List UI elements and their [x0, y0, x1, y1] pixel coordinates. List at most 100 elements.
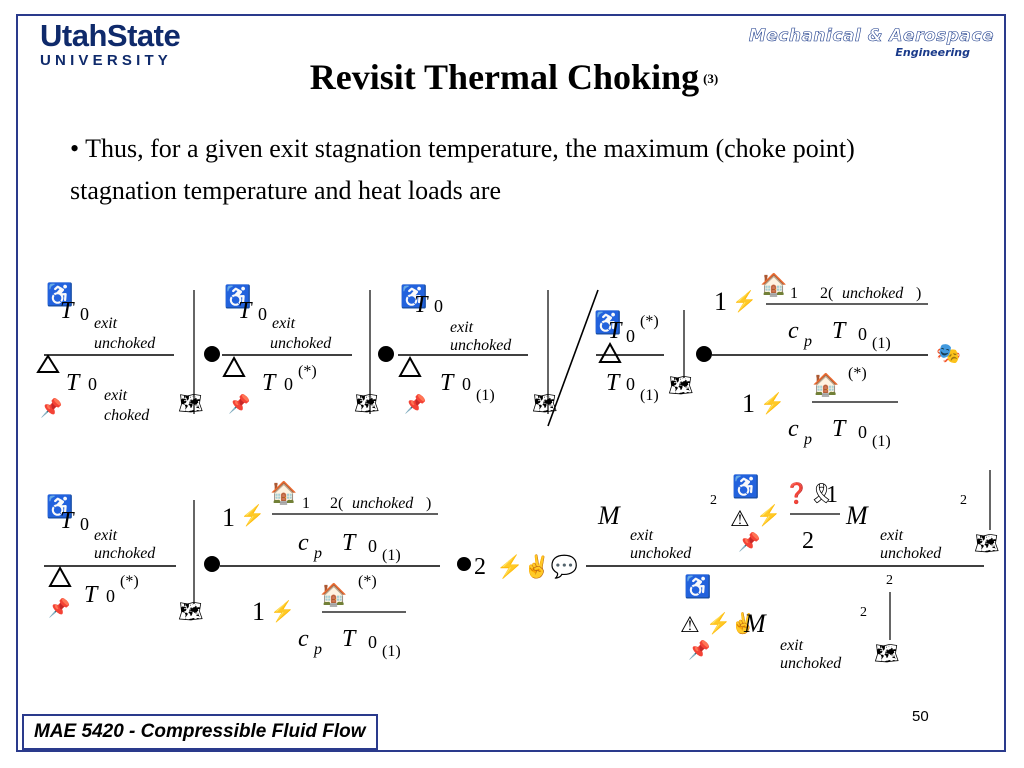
equals-dot	[457, 557, 471, 571]
t-symbol: T	[60, 508, 75, 534]
t-symbol: T	[262, 370, 277, 396]
glyph-icon: ♿	[224, 284, 251, 309]
unchoked-label: unchoked	[842, 285, 904, 302]
triangle-icon	[48, 565, 72, 587]
zero-sub: 0	[368, 536, 377, 556]
exit-label: exit	[780, 637, 804, 654]
eq2-term-c: 2 ⚡✌💬 M exit unchoked 2 ♿ ⚠ ⚡ ❓🎗 1 2 📌 M…	[457, 470, 999, 672]
exit-label: exit	[94, 315, 118, 332]
t-symbol: T	[606, 370, 621, 396]
unchoked-label: unchoked	[94, 335, 156, 352]
usu-logo: UtahState UNIVERSITY	[40, 18, 181, 70]
one-digit: 1	[826, 482, 838, 508]
star-super: (*)	[640, 313, 659, 330]
sub-one: (1)	[872, 433, 891, 450]
zero-sub: 0	[80, 514, 89, 534]
two-paren: 2(	[330, 495, 343, 512]
unchoked-label: unchoked	[630, 545, 692, 562]
one-digit: 1	[222, 503, 235, 532]
pin-icon: 📌	[228, 393, 250, 414]
glyph-icon: ⚡	[760, 391, 785, 415]
glyph-icon: ♿	[684, 574, 711, 599]
t-symbol: T	[832, 318, 847, 344]
glyph-icon: ⚡✌💬	[496, 553, 578, 580]
star-super: (*)	[358, 573, 377, 590]
eq2-term-b: 1 ⚡ 🏠 1 2( unchoked ) c p T 0 (1) (*) 🏠 …	[220, 480, 440, 660]
one-digit: 1	[252, 597, 265, 626]
world-map-icon: 🗺	[178, 601, 203, 623]
glyph-icon: ♿	[732, 474, 759, 499]
two-paren: 2(	[820, 285, 833, 302]
exit-label: exit	[630, 527, 654, 544]
eq2-term-a: ♿ T 0 exit unchoked T 0 (*) 📌 🗺	[44, 494, 220, 623]
one-digit-small: 1	[302, 495, 310, 512]
cp-p: p	[313, 545, 322, 562]
two-digit: 2	[802, 528, 814, 554]
glyph-icon: ⚡	[270, 599, 295, 623]
equals-dot	[696, 346, 712, 362]
two-digit: 2	[474, 554, 486, 580]
pin-icon: 📌	[40, 397, 62, 418]
paren-close: )	[916, 285, 921, 302]
zero-sub: 0	[626, 374, 635, 394]
eq1-term-b: ♿ T 0 exit unchoked T 0 (*) 📌 🗺	[222, 284, 394, 415]
slide-frame	[16, 14, 1006, 752]
one-digit: 1	[714, 287, 727, 316]
cp-c: c	[788, 416, 799, 442]
department-logo-line2: Engineering	[895, 46, 970, 59]
two-super: 2	[710, 493, 717, 508]
unchoked-label: unchoked	[880, 545, 942, 562]
two-super: 2	[960, 493, 967, 508]
world-map-icon: 🗺	[874, 643, 899, 665]
equals-dot	[204, 346, 220, 362]
star-super: (*)	[298, 363, 317, 380]
star-super: (*)	[848, 365, 867, 382]
warning-icon: ⚠	[680, 612, 700, 637]
unchoked-label: unchoked	[780, 655, 842, 672]
slide-title-text: Revisit Thermal Choking	[309, 57, 700, 97]
zero-sub: 0	[462, 374, 471, 394]
t-symbol: T	[66, 370, 81, 396]
sub-one: (1)	[382, 547, 401, 564]
department-logo-line1: Mechanical & Aerospace	[748, 26, 994, 47]
glyph-icon: 🏠	[320, 582, 347, 607]
pin-icon: 📌	[738, 531, 760, 552]
t-symbol: T	[84, 582, 99, 608]
choked-label: choked	[104, 407, 150, 424]
exit-label: exit	[94, 527, 118, 544]
unchoked-label: unchoked	[450, 337, 512, 354]
glyph-icon: ❓🎗	[784, 481, 834, 505]
pin-icon: 📌	[404, 393, 426, 414]
t-symbol: T	[60, 298, 75, 324]
cp-c: c	[298, 530, 309, 556]
glyph-icon: ♿	[594, 310, 621, 335]
t-symbol: T	[440, 370, 455, 396]
warning-icon: ⚠	[730, 506, 750, 531]
glyph-icon: ⚡	[756, 503, 781, 527]
world-map-icon: 🗺	[178, 393, 203, 415]
slash-divider	[547, 289, 599, 427]
exit-label: exit	[104, 387, 128, 404]
usu-logo-line1: UtahState	[40, 18, 181, 53]
sub-one: (1)	[382, 643, 401, 660]
zero-sub: 0	[858, 324, 867, 344]
exit-label: exit	[880, 527, 904, 544]
triangle-icon	[222, 355, 246, 377]
zero-sub: 0	[858, 422, 867, 442]
sub-one: (1)	[640, 387, 659, 404]
unchoked-label: unchoked	[270, 335, 332, 352]
triangle-icon	[398, 355, 422, 377]
zero-sub: 0	[368, 632, 377, 652]
star-super: (*)	[120, 573, 139, 590]
equation-2: ♿ T 0 exit unchoked T 0 (*) 📌 🗺 1 ⚡ 🏠 1 …	[44, 470, 999, 672]
zero-sub: 0	[434, 296, 443, 316]
equals-dot	[204, 556, 220, 572]
pin-icon: 📌	[688, 639, 710, 660]
world-map-icon: 🗺	[668, 375, 693, 397]
glyph-icon: ⚡✌	[706, 611, 756, 635]
exit-label: exit	[272, 315, 296, 332]
glyph-icon: 🎭	[936, 343, 961, 365]
glyph-icon: ♿	[46, 282, 73, 307]
sub-one: (1)	[476, 387, 495, 404]
paren-close: )	[426, 495, 431, 512]
